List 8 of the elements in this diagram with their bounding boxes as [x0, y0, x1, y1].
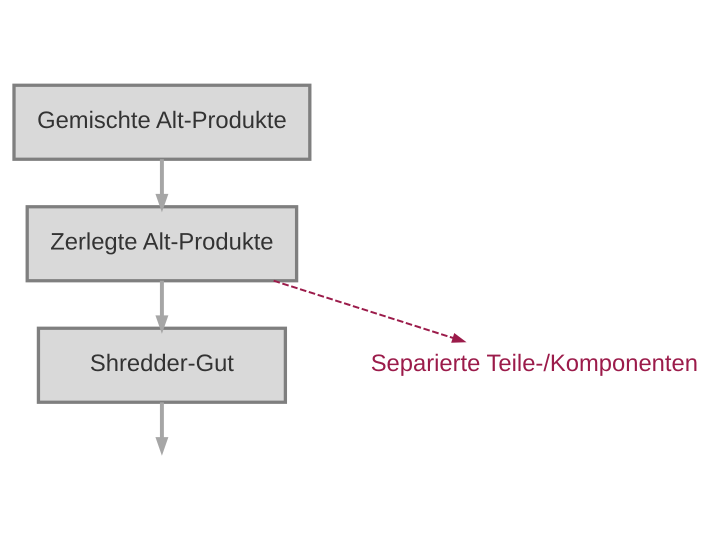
- arrow: [273, 280, 467, 343]
- arrow: [155, 402, 168, 456]
- node-text: Separierte Teile-/Komponenten: [370, 350, 698, 378]
- node-box: Zerlegte Alt-Produkte: [26, 205, 298, 282]
- node-box: Gemischte Alt-Produkte: [12, 84, 312, 161]
- node-box: Shredder-Gut: [36, 326, 288, 404]
- arrow: [155, 159, 168, 212]
- arrow: [155, 280, 168, 334]
